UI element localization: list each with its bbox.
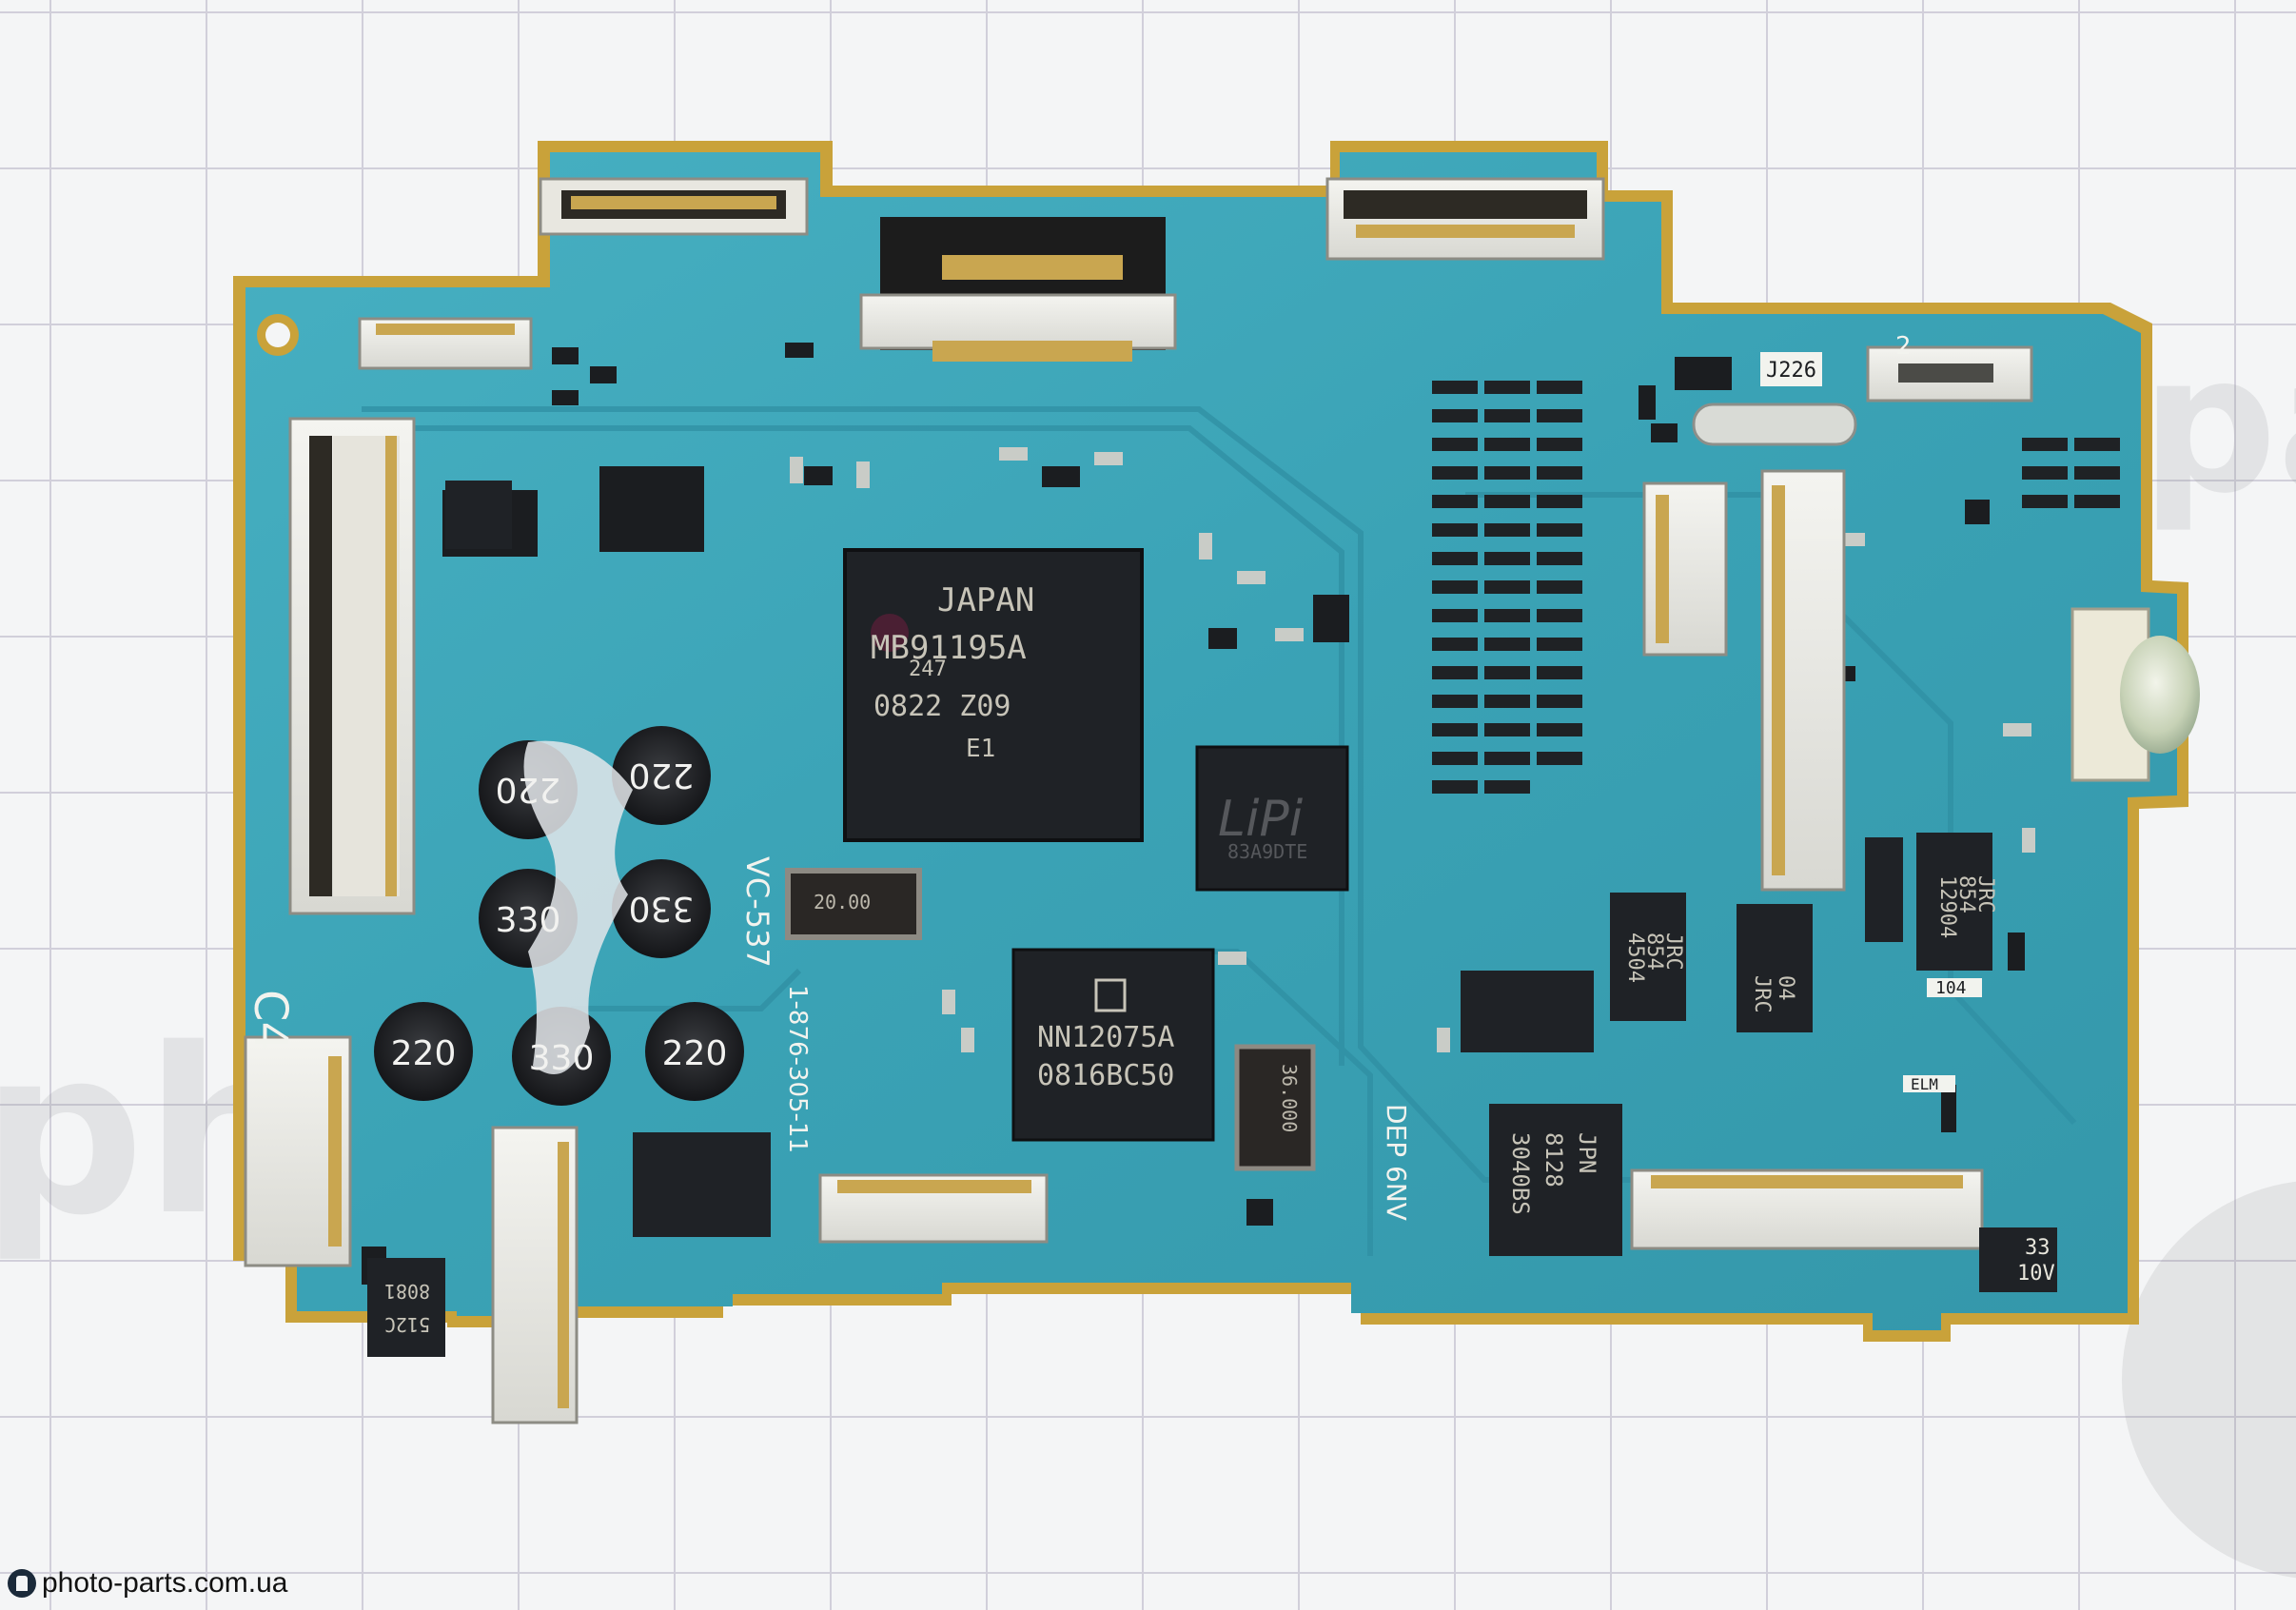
connector-top-right-header [1866,345,2033,402]
chip-jrc-2-line-3: JRC [1661,933,1685,971]
watermark-footer-text: photo-parts.com.ua [42,1567,288,1599]
ic-lipi-logo: LiPi [1218,791,1304,848]
connector-left-tall [288,417,416,915]
svg-text:20.00: 20.00 [814,891,871,913]
cap-33-line-1: 33 [2025,1236,2051,1260]
ic-main-line-4: 0822 Z09 [873,690,1011,723]
crystal-1 [785,868,922,940]
inductor-label-1: 220 [496,770,561,809]
connector-bottom-vertical [491,1126,579,1424]
svg-text:36.000: 36.000 [1278,1064,1301,1132]
photo-parts-logo-icon [8,1569,36,1598]
inductors [374,726,744,1106]
connector-top-2 [859,217,1177,362]
chip-jrc-3-line-1: JRC [1750,975,1774,1013]
ic-lipi-code: 83A9DTE [1227,840,1307,863]
ic-main-line-5: E1 [966,735,995,763]
chip-512c-line-1: 8081 [384,1280,430,1303]
inductor-label-5: 220 [391,1034,457,1073]
connector-small-top-left [358,317,533,370]
connector-right-vertical-2 [1760,469,1846,892]
ic-main-line-3: 247 [909,658,947,681]
ic-lipi [1195,745,1349,892]
ir-sensor [2070,607,2200,782]
label-board-model: VC-537 [739,856,775,968]
chip-512c-line-2: 512C [384,1313,430,1336]
ic-main [843,548,1144,842]
watermark-footer: photo-parts.com.ua [8,1564,287,1602]
crystal-2 [1234,1044,1316,1171]
watermark-right: pa [2141,314,2296,536]
chip-tssop-line-3: 8128 [1540,1132,1567,1188]
inductor-label-3: 330 [496,901,561,940]
ic-second-line-1: NN12075A [1037,1021,1175,1054]
chip-jrc-1-line-3: JRC [1973,875,1997,913]
chip-jrc-1-line-2: 854 [1954,875,1978,913]
ic-second-line-2: 0816BC50 [1037,1059,1175,1092]
connector-bottom-right [1630,1168,1984,1250]
chip-jrc-2-line-1: 4504 [1623,933,1647,983]
chip-tssop-line-2: 3040BS [1507,1132,1534,1215]
label-2: 2 [1895,332,1912,361]
connector-right-vertical-1 [1642,481,1728,657]
chip-jrc-2-line-2: 854 [1642,933,1666,971]
label-c4: C4 [244,990,297,1050]
connector-top-3 [1325,177,1605,261]
chip-jrc-1-line-1: 12904 [1935,875,1959,938]
connector-left-bottom [244,1035,352,1267]
cap-33-line-2: 10V [2017,1262,2055,1286]
inductor-label-6: 330 [529,1039,595,1078]
inductor-label-4: 330 [629,889,695,928]
connector-top-1 [539,177,809,236]
label-board-part: 1-876-305-11 [783,985,812,1153]
label-dep: DEP 6NV [1381,1104,1412,1221]
inductor-label-2: 220 [629,756,695,795]
ic-second [1011,948,1215,1142]
connector-bottom-middle [818,1173,1049,1244]
chip-jrc-3-line-2: 04 [1774,975,1797,1001]
label-j226: J226 [1766,359,1816,383]
label-104: 104 [1935,978,1967,998]
ic-main-line-2: MB91195A [871,629,1027,667]
inductor-label-7: 220 [662,1034,728,1073]
chip-tssop-line-1: JPN [1574,1132,1600,1173]
label-elm: ELM [1911,1075,1938,1093]
ic-main-line-1: JAPAN [937,581,1034,619]
label-j226-box [1760,352,1822,386]
